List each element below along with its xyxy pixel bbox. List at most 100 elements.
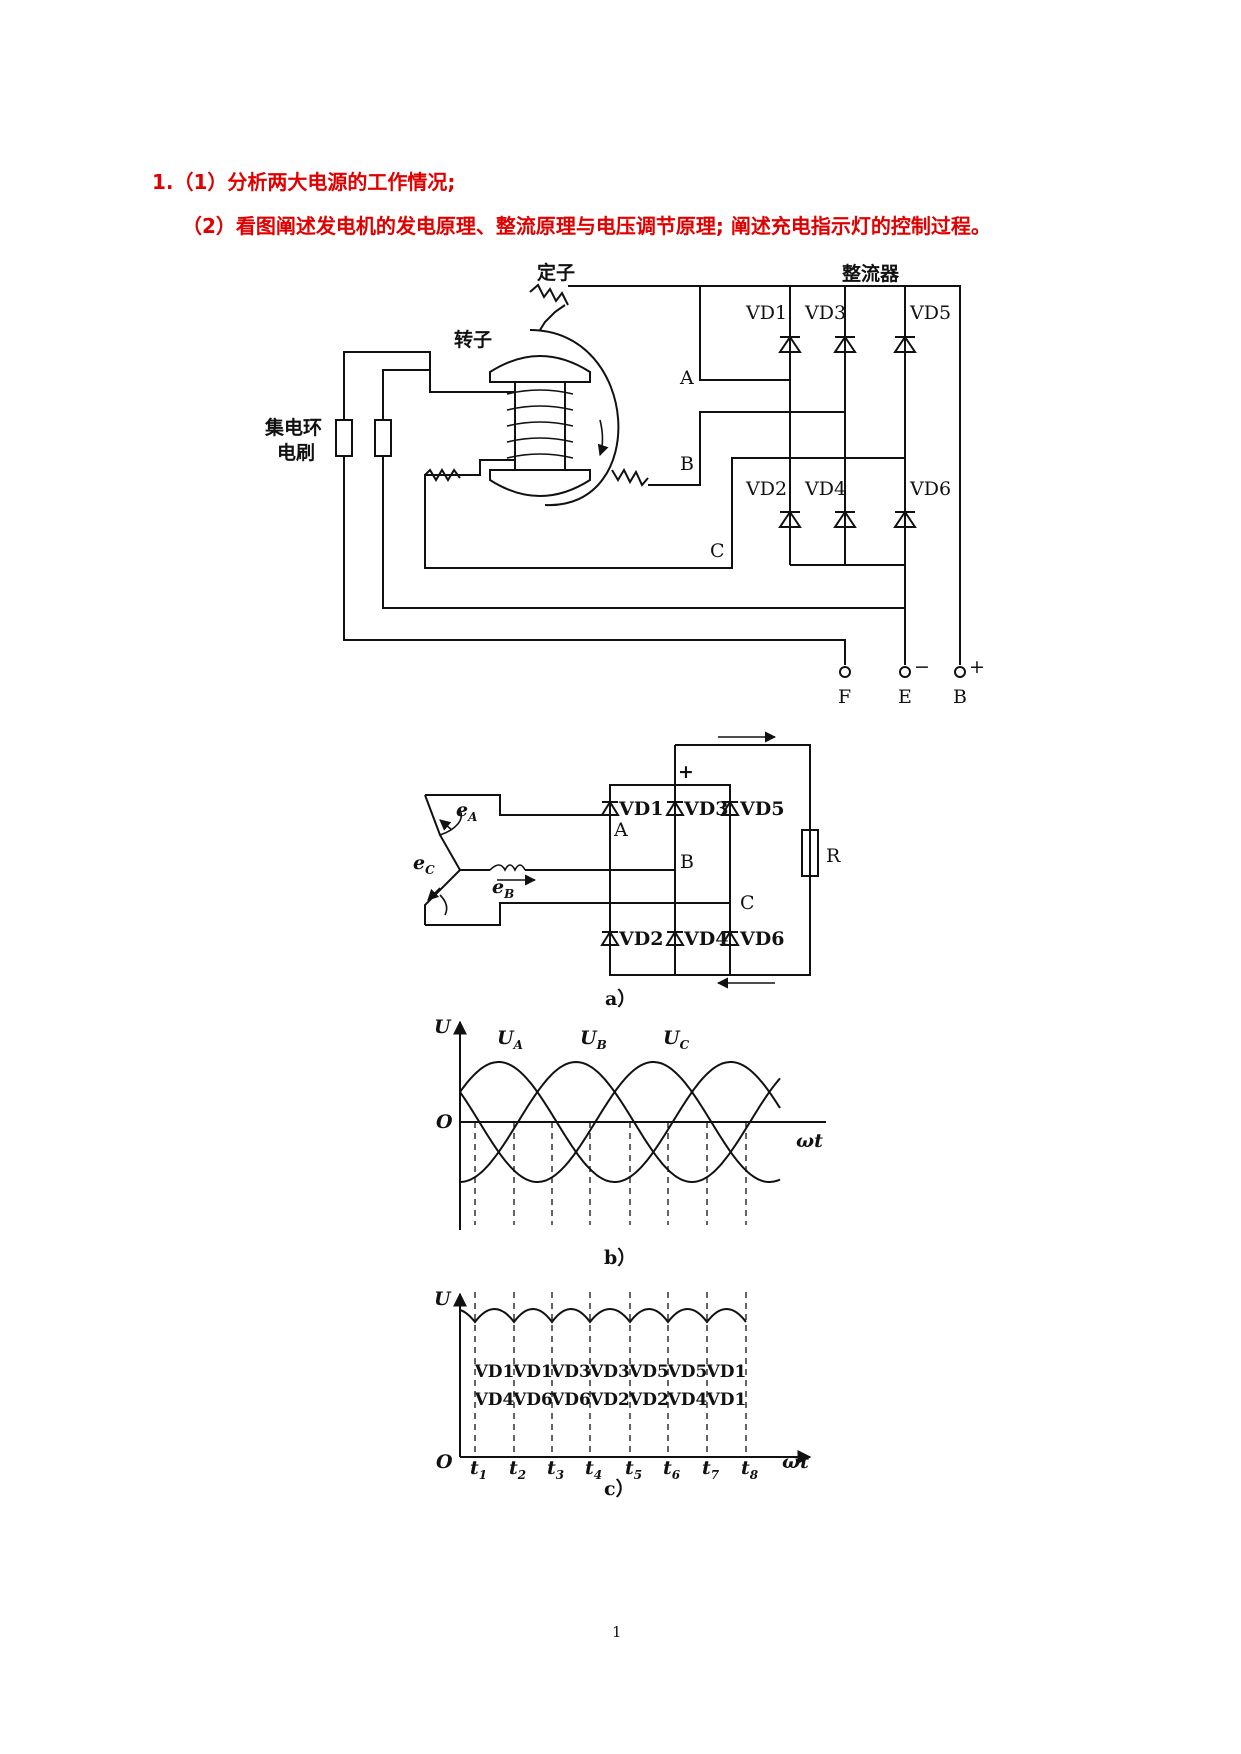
diode-a-vd5 [720,800,740,816]
c-diode-pair-label: VD3 [550,1362,591,1382]
label-terminal-b: B [953,686,967,708]
diode-vd1 [778,335,802,353]
c-axis-wt: ωt [782,1451,809,1473]
a-label-vd6: VD6 [739,928,784,950]
c-diode-pair-label: VD4 [667,1390,708,1410]
label-phase-b: B [680,453,694,475]
caption-b: b） [604,1246,636,1269]
rectifier-bridge [700,285,961,665]
c-diode-pair-label: VD6 [550,1390,591,1410]
a-label-eb: eB [492,876,514,901]
a-label-vd1: VD1 [618,798,663,820]
label-stator: 定子 [537,261,575,284]
a-label-phase-a: A [613,819,628,841]
c-time-label: t5 [625,1457,642,1482]
a-label-vd3: VD3 [683,798,728,820]
brush-2 [374,419,392,457]
label-vd3: VD3 [804,302,846,324]
c-diode-pair-label: VD1 [474,1362,515,1382]
diode-vd4 [833,510,857,528]
label-vd6: VD6 [909,478,951,500]
label-rotor: 转子 [454,328,492,351]
b-time-markers [474,1122,747,1225]
c-origin: O [436,1451,453,1473]
diode-a-vd1 [600,800,620,816]
a-label-vd2: VD2 [618,928,663,950]
b-axis-wt: ωt [796,1130,823,1152]
label-rectifier: 整流器 [842,262,900,285]
c-time-label: t4 [585,1457,602,1482]
a-label-vd5: VD5 [739,798,784,820]
c-diode-pair-label: VD3 [589,1362,630,1382]
b-label-ub: UB [580,1027,607,1052]
diode-a-vd6 [720,930,740,946]
a-label-vd4: VD4 [683,928,728,950]
c-time-label: t7 [702,1457,720,1482]
curve-uc [459,1061,781,1183]
diode-a-vd3 [665,800,685,816]
caption-a: a） [605,987,636,1010]
stator-coil-top [529,283,569,306]
wire-a [425,794,610,816]
diode-vd2 [778,510,802,528]
diode-vd3 [833,335,857,353]
label-phase-c: C [710,540,725,562]
page-number: 1 [612,1623,622,1641]
brush-1 [335,419,353,457]
a-label-phase-c: C [740,892,755,914]
c-diode-pair-label: VD1 [706,1390,747,1410]
c-diode-pair-label: VD6 [512,1390,553,1410]
a-label-ea: eA [456,799,477,824]
label-terminal-e: E [898,686,912,708]
output-ripple [459,1308,747,1324]
diode-vd6 [893,510,917,528]
c-diode-pair-label: VD1 [706,1362,747,1382]
label-slip-ring: 集电环 [264,416,322,439]
a-label-phase-b: B [680,851,694,873]
figure-a-rectifier: VD1 VD3 VD5 VD2 VD4 VD6 A B C + R eA eB … [413,731,841,1010]
c-diode-pair-label: VD2 [628,1390,669,1410]
c-diode-pair-label: VD2 [589,1390,630,1410]
question-line-1: 1.（1）分析两大电源的工作情况; [152,170,456,194]
caption-c: c） [604,1477,635,1500]
a-label-plus: + [678,761,694,783]
b-label-ua: UA [497,1027,523,1052]
curve-ua [459,1061,781,1183]
c-time-label: t6 [663,1457,681,1482]
question-line-2: （2）看图阐述发电机的发电原理、整流原理与电压调节原理; 阐述充电指示灯的控制过… [182,214,991,238]
c-time-label: t8 [741,1457,759,1482]
phase-c-wire [424,457,905,569]
terminal-e [899,666,911,678]
resistor-r [801,829,819,877]
c-axis-u: U [434,1288,452,1310]
field-wire-f [343,456,846,665]
label-vd4: VD4 [804,478,846,500]
a-label-ec: eC [413,852,435,877]
c-time-label: t1 [470,1457,487,1482]
c-time-label: t3 [547,1457,564,1482]
phase-b-wire [648,411,780,486]
label-vd2: VD2 [745,478,787,500]
figure-b-waveforms: U O ωt UA UB UC b） [434,1016,826,1269]
brush-wire-2 [382,456,905,609]
label-minus: − [914,656,930,678]
brush-wire-1 [343,351,431,420]
label-terminal-f: F [838,686,851,708]
terminal-f [839,666,851,678]
stator-coil-c [424,468,461,482]
c-diode-pair-label: VD5 [628,1362,669,1382]
diode-vd5 [893,335,917,353]
stator-coil-b [611,467,649,487]
c-diode-pairs: VD1VD4VD1VD6VD3VD6VD3VD2VD5VD2VD5VD4VD1V… [474,1362,747,1410]
label-plus: + [969,656,985,678]
diode-a-vd4 [665,930,685,946]
c-diode-pair-label: VD4 [474,1390,515,1410]
c-diode-pair-label: VD1 [512,1362,553,1382]
rotor-lead-1 [382,369,515,420]
alternator-diagram: 定子 转子 整流器 集电环 电刷 VD1 VD3 VD5 VD2 VD4 VD6… [264,261,985,708]
phase-a-wire [568,285,780,381]
label-vd1: VD1 [745,302,787,324]
diode-a-vd2 [600,930,620,946]
